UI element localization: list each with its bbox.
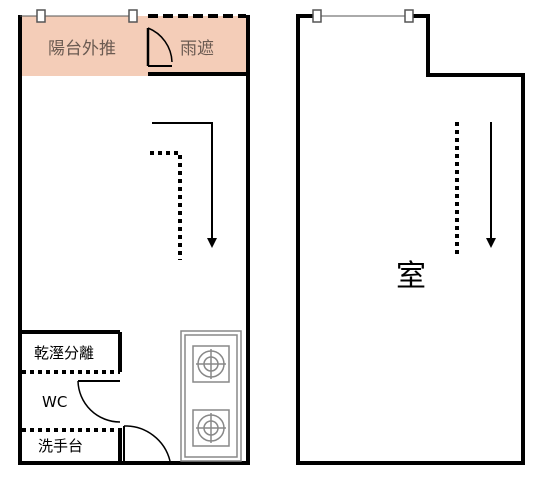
balcony-label: 陽台外推 [48, 39, 116, 59]
right-unit: 室 [296, 9, 525, 465]
stairs-arrow-icon [152, 122, 217, 248]
door-swing-icon [77, 380, 121, 423]
right-unit-walls [296, 14, 525, 465]
sink-label: 洗手台 [38, 437, 83, 455]
wc-label: WC [42, 393, 67, 411]
dry-wet-label: 乾溼分離 [34, 344, 94, 362]
window-icon [312, 9, 322, 23]
balcony-area [22, 16, 248, 76]
left-unit: 陽台外推 雨遮 乾溼分離 WC 洗手台 [18, 9, 250, 465]
door-swing-icon [147, 27, 173, 63]
room-label: 室 [396, 259, 426, 294]
window-icon [128, 9, 138, 23]
awning-label: 雨遮 [180, 39, 214, 59]
door-swing-icon [123, 425, 171, 462]
stove-burner-icon [192, 345, 230, 383]
window-icon [36, 9, 46, 23]
stove-burner-icon [192, 409, 230, 447]
stove [180, 330, 242, 462]
window-icon [404, 9, 414, 23]
stairs-dotted-path [150, 151, 182, 260]
